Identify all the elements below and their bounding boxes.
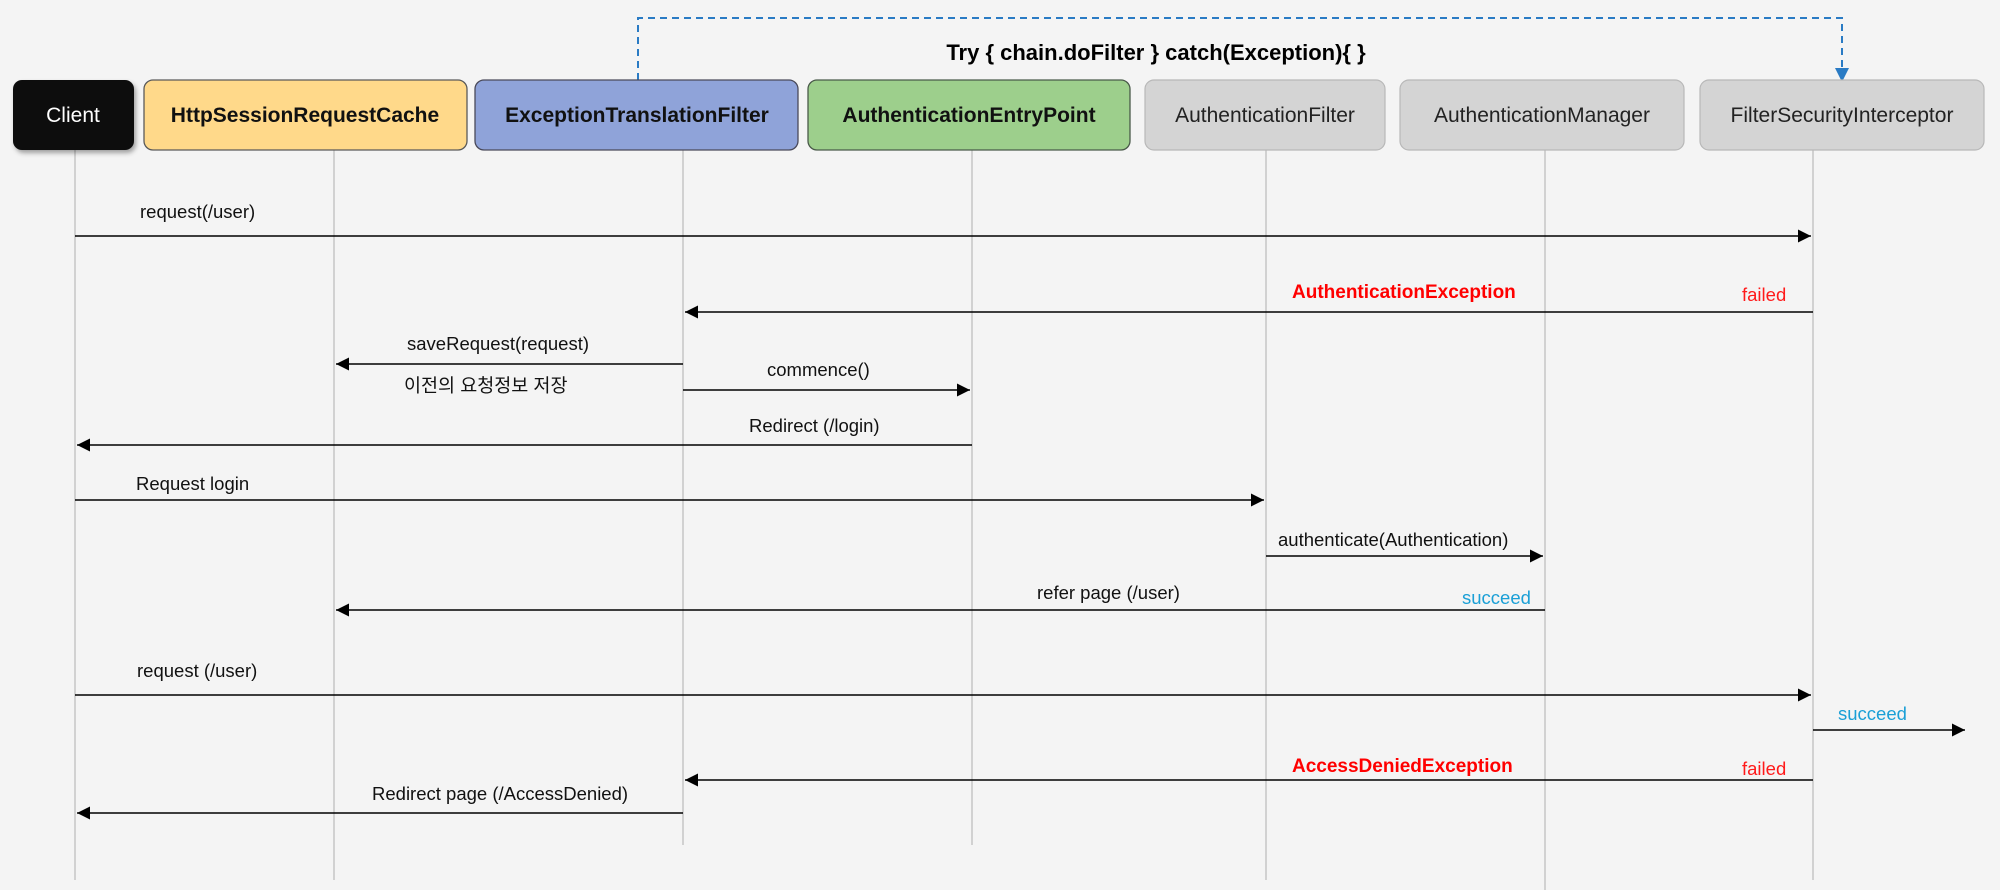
participant-authfilter: AuthenticationFilter — [1144, 79, 1386, 151]
participant-fsi: FilterSecurityInterceptor — [1699, 79, 1985, 151]
participant-manager: AuthenticationManager — [1399, 79, 1685, 151]
label-succeed-1: succeed — [1462, 587, 1531, 608]
participant-label: ExceptionTranslationFilter — [505, 104, 769, 127]
label-auth-exception: AuthenticationException — [1292, 282, 1516, 303]
label-request-user-2: request (/user) — [137, 660, 257, 681]
participant-box — [1399, 79, 1685, 151]
label-refer-page: refer page (/user) — [1037, 582, 1180, 603]
participant-client: Client — [13, 80, 134, 150]
participant-label: FilterSecurityInterceptor — [1731, 104, 1954, 127]
label-request-user: request(/user) — [140, 201, 255, 222]
participant-box — [1699, 79, 1985, 151]
try-catch-label: Try { chain.doFilter } catch(Exception){… — [946, 40, 1366, 65]
label-succeed-2: succeed — [1838, 703, 1907, 724]
participant-box — [807, 79, 1131, 151]
participant-label: HttpSessionRequestCache — [171, 104, 439, 127]
participant-box — [1144, 79, 1386, 151]
label-redirect-denied: Redirect page (/AccessDenied) — [372, 783, 628, 804]
participant-cache: HttpSessionRequestCache — [143, 79, 468, 151]
label-authenticate: authenticate(Authentication) — [1278, 529, 1508, 550]
participant-box — [13, 80, 134, 150]
label-request-login: Request login — [136, 473, 249, 494]
participant-label: Client — [46, 104, 100, 127]
participant-label: AuthenticationEntryPoint — [842, 104, 1095, 127]
participant-entry: AuthenticationEntryPoint — [807, 79, 1131, 151]
label-access-denied: AccessDeniedException — [1292, 756, 1513, 777]
label-redirect-login: Redirect (/login) — [749, 415, 880, 436]
participant-box — [474, 79, 799, 151]
label-failed-1: failed — [1742, 284, 1786, 305]
label-save-request-note: 이전의 요청정보 저장 — [404, 375, 567, 396]
lifelines — [74, 150, 1814, 890]
participant-label: AuthenticationManager — [1434, 104, 1650, 127]
messages — [75, 229, 1965, 820]
participant-label: AuthenticationFilter — [1175, 104, 1355, 127]
try-catch-connector — [637, 17, 1849, 82]
label-commence: commence() — [767, 359, 870, 380]
participant-box — [143, 79, 468, 151]
label-save-request: saveRequest(request) — [407, 333, 589, 354]
label-failed-2: failed — [1742, 758, 1786, 779]
participant-etf: ExceptionTranslationFilter — [474, 79, 799, 151]
